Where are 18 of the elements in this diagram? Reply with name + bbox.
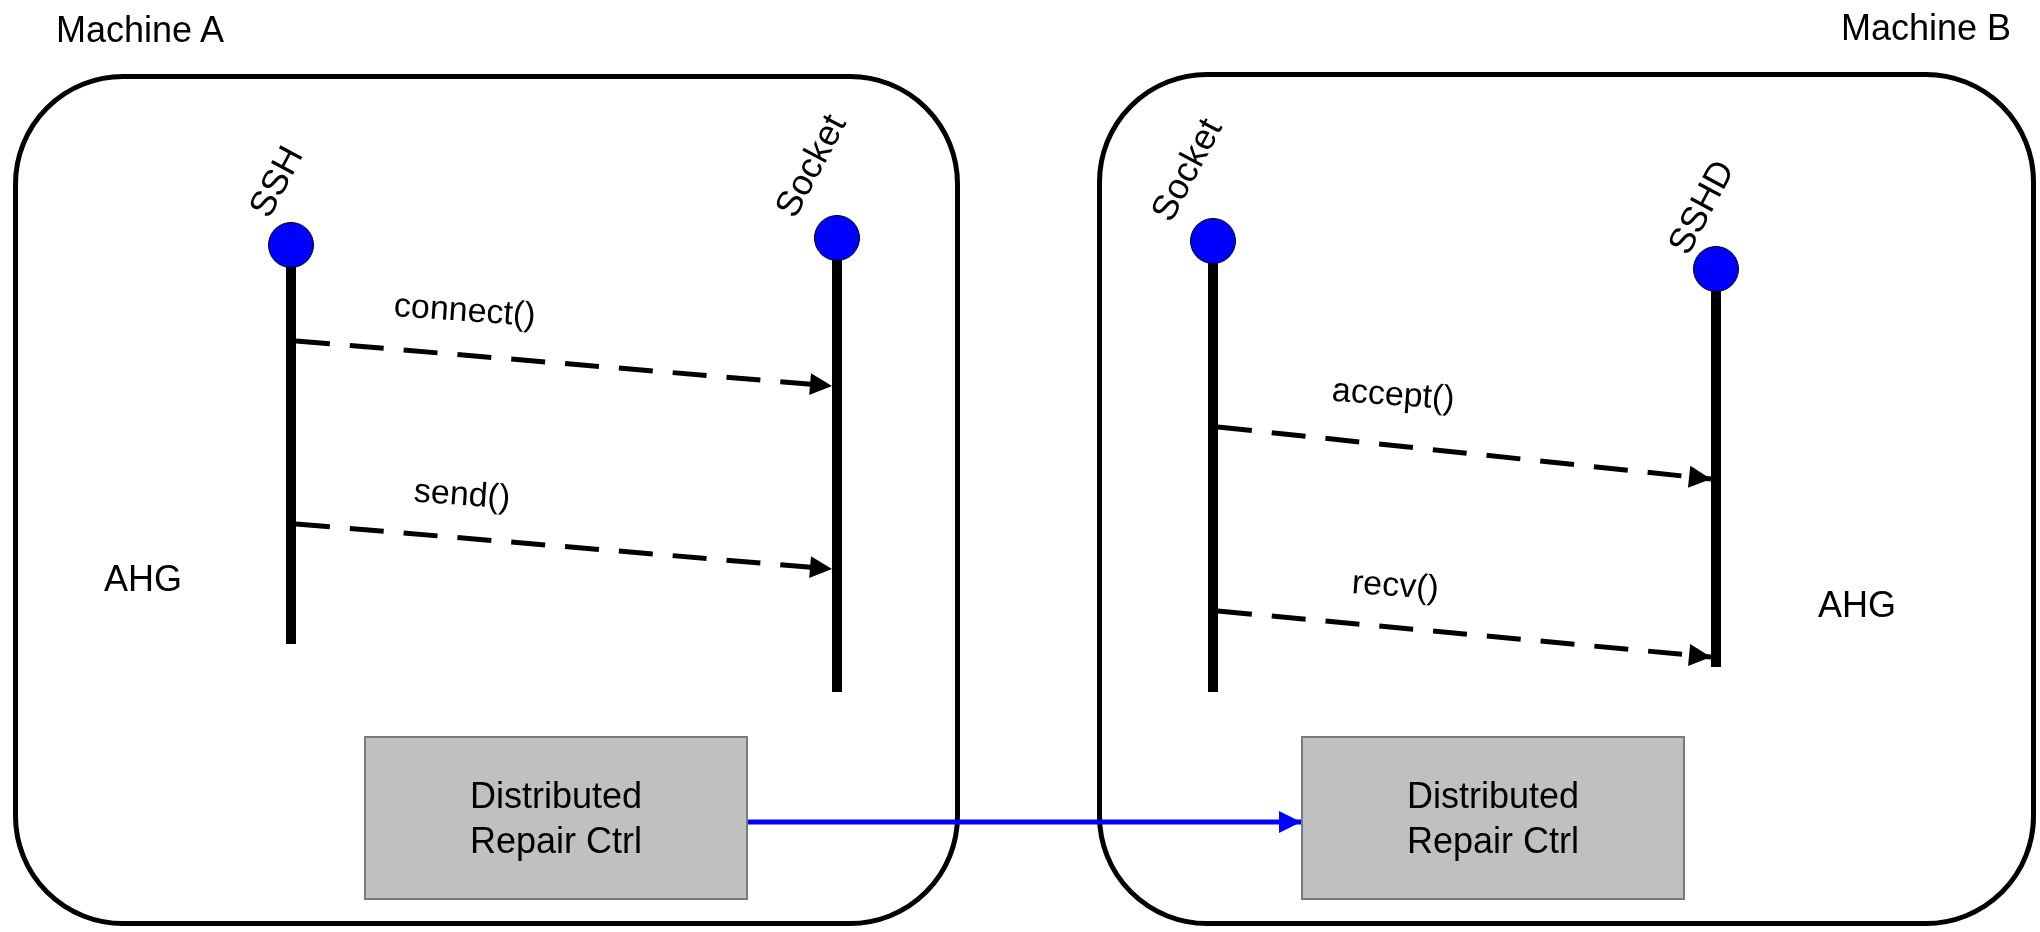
box-label: Distributed Repair Ctrl bbox=[468, 774, 644, 863]
lifeline-label: SSH bbox=[239, 138, 312, 224]
arrow bbox=[295, 521, 833, 579]
lifeline bbox=[814, 215, 860, 692]
arrow bbox=[295, 338, 833, 396]
lifeline bbox=[1190, 218, 1236, 692]
arrow bbox=[1217, 424, 1712, 488]
arrow bbox=[748, 811, 1301, 833]
component-label: AHG bbox=[1818, 584, 1896, 626]
arrow bbox=[1217, 608, 1712, 666]
process-box bbox=[1301, 736, 1685, 900]
machine-label: Machine B bbox=[1840, 7, 2011, 49]
lifeline bbox=[268, 222, 314, 644]
box-label: Distributed Repair Ctrl bbox=[1405, 774, 1581, 863]
component-label: AHG bbox=[104, 558, 182, 600]
lifeline-label: SSHD bbox=[1658, 152, 1743, 261]
process-box bbox=[364, 736, 748, 900]
machine-label: Machine A bbox=[56, 9, 225, 51]
